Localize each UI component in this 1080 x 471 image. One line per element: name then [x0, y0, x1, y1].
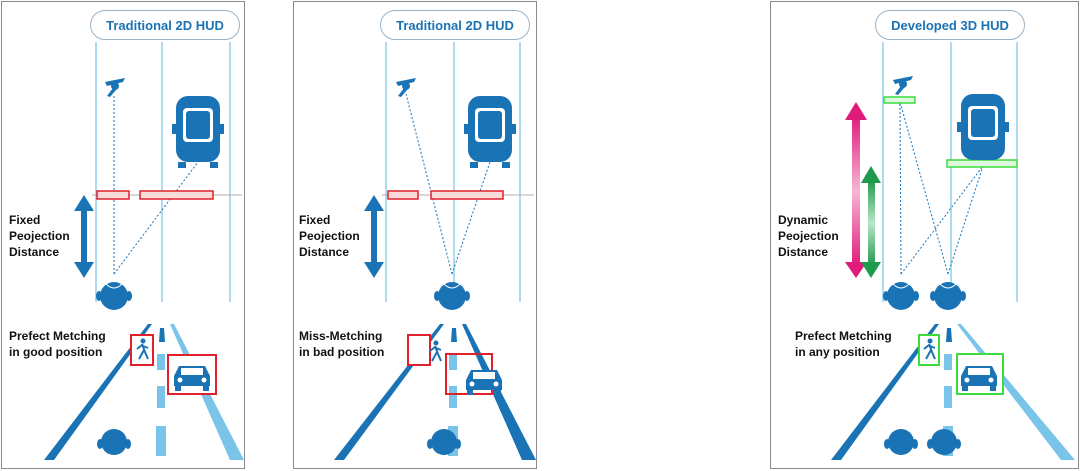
sight-line	[900, 165, 984, 275]
panel-title: Traditional 2D HUD	[90, 10, 240, 40]
hud-marker-box	[387, 190, 419, 200]
hud-marker-box	[883, 96, 916, 104]
panel-developed-3d-hud: Developed 3D HUD Dynamic Peojection Dist…	[770, 1, 1079, 469]
driver-head-icon	[434, 282, 470, 310]
projection-distance-arrow	[74, 195, 94, 278]
road-edge-left	[831, 324, 939, 460]
hud-marker-box	[96, 190, 130, 200]
pedestrian-icon	[893, 76, 913, 95]
dynamic-distance-arrow-magenta	[845, 102, 867, 278]
panel-title: Developed 3D HUD	[875, 10, 1025, 40]
pedestrian-icon	[105, 78, 125, 97]
panel-title: Traditional 2D HUD	[380, 10, 530, 40]
panel-2-scene	[334, 42, 536, 460]
sight-line	[947, 165, 984, 275]
sight-line	[405, 93, 453, 275]
pedestrian-icon	[923, 338, 936, 360]
driver-head-icon	[97, 429, 131, 455]
hud-marker-box	[139, 190, 214, 200]
car-icon	[172, 96, 224, 168]
driver-head-icon	[96, 282, 132, 310]
center-dash	[944, 354, 952, 370]
panel-traditional-2d-hud-bad: Traditional 2D HUD Fixed Peojection Dist…	[293, 1, 537, 469]
sight-line	[899, 101, 949, 275]
pedestrian-icon	[396, 78, 416, 97]
hud-marker-box	[430, 190, 504, 200]
driver-head-icon	[930, 282, 966, 310]
projection-distance-label: Fixed Peojection Distance	[9, 213, 70, 259]
sight-line	[899, 101, 902, 275]
dynamic-distance-arrow-green	[861, 166, 881, 278]
driver-head-icon	[427, 429, 461, 455]
sight-line	[451, 161, 491, 275]
center-dash	[946, 328, 952, 342]
projection-distance-label: Dynamic Peojection Distance	[778, 213, 839, 259]
panel-3-scene	[831, 42, 1075, 460]
pedestrian-icon	[429, 340, 442, 362]
car-icon	[957, 94, 1009, 160]
driver-head-icon	[927, 429, 961, 455]
projection-distance-arrow	[364, 195, 384, 278]
car-icon	[174, 366, 210, 391]
car-icon	[466, 370, 502, 395]
center-dash	[157, 386, 165, 408]
matching-label: Miss-Metching in bad position	[299, 329, 385, 359]
panel-traditional-2d-hud-good: Traditional 2D HUD Fixed Peojection Dist…	[1, 1, 245, 469]
center-dash	[449, 386, 457, 408]
center-dash	[159, 328, 165, 342]
sight-line	[113, 161, 199, 275]
panel-1-scene	[44, 42, 244, 460]
center-dash	[944, 386, 952, 408]
projection-distance-label: Fixed Peojection Distance	[299, 213, 360, 259]
matching-label: Prefect Metching in any position	[795, 329, 892, 359]
car-icon	[961, 366, 997, 391]
hud-marker-box	[946, 159, 1018, 168]
pedestrian-mismatch-box	[407, 334, 431, 366]
driver-head-icon	[883, 282, 919, 310]
pedestrian-icon	[136, 338, 149, 360]
center-dash	[449, 354, 457, 370]
matching-label: Prefect Metching in good position	[9, 329, 106, 359]
center-dash	[451, 328, 457, 342]
driver-head-icon	[884, 429, 918, 455]
car-icon	[464, 96, 516, 168]
center-dash	[156, 426, 166, 456]
center-dash	[157, 354, 165, 370]
road-edge-left	[44, 324, 152, 460]
